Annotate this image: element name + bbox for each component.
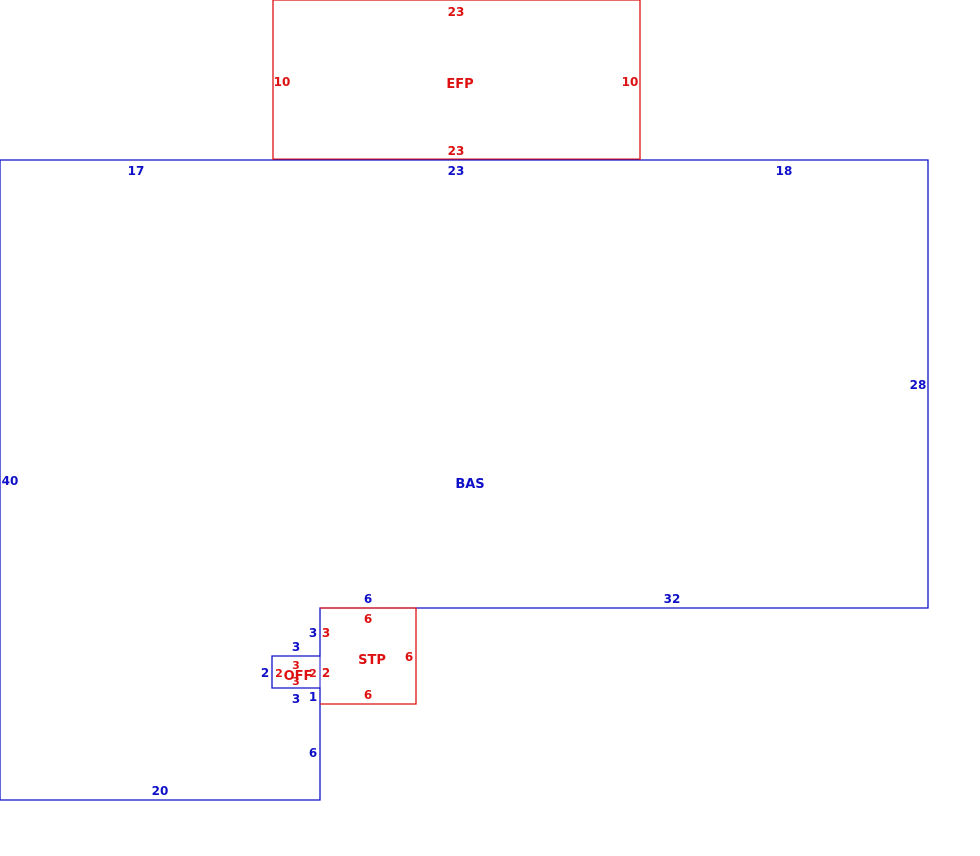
stp-dim-bottom: 6 xyxy=(364,688,372,702)
off-dim-outer-left: 2 xyxy=(261,666,269,680)
stp-area-label: STP xyxy=(358,653,386,668)
stp-dim-right: 6 xyxy=(405,650,413,664)
stp-dim-left-top: 3 xyxy=(322,626,330,640)
off-dim-outer-top: 3 xyxy=(292,640,300,654)
bas-dim-notch-right-top: 3 xyxy=(309,626,317,640)
efp-dim-top: 23 xyxy=(448,5,465,19)
bas-dim-step-top-right: 32 xyxy=(664,592,681,606)
off-dim-inner-top: 3 xyxy=(292,659,300,672)
stp-area xyxy=(320,607,417,705)
off-area-label: OFF xyxy=(284,669,313,684)
stp-dim-left-mid: 2 xyxy=(322,666,330,680)
bas-dim-step-top-left: 6 xyxy=(364,592,372,606)
off-area xyxy=(271,655,321,689)
bas-dim-notch-right-bottom: 1 xyxy=(309,690,317,704)
bas-dim-notch-lower: 6 xyxy=(309,746,317,760)
off-dim-inner-right: 2 xyxy=(309,667,317,680)
off-dim-outer-bottom: 3 xyxy=(292,692,300,706)
efp-dim-right: 10 xyxy=(622,75,639,89)
off-dim-inner-bottom: 3 xyxy=(292,675,300,688)
efp-area xyxy=(272,0,641,160)
bas-dim-top-left: 17 xyxy=(128,164,145,178)
stp-outline xyxy=(320,607,417,705)
bas-dim-top-right: 18 xyxy=(776,164,793,178)
off-outline xyxy=(271,655,321,689)
bas-area-label: BAS xyxy=(455,477,484,492)
bas-dim-left: 40 xyxy=(2,474,19,488)
bas-dim-right: 28 xyxy=(910,378,927,392)
bas-dim-bottom: 20 xyxy=(152,784,169,798)
bas-dim-top-mid: 23 xyxy=(448,164,465,178)
stp-dim-top: 6 xyxy=(364,612,372,626)
efp-outline xyxy=(272,0,641,160)
efp-dim-left: 10 xyxy=(274,75,291,89)
efp-dim-bottom: 23 xyxy=(448,144,465,158)
off-dim-inner-left: 2 xyxy=(275,667,283,680)
efp-area-label: EFP xyxy=(446,77,473,92)
